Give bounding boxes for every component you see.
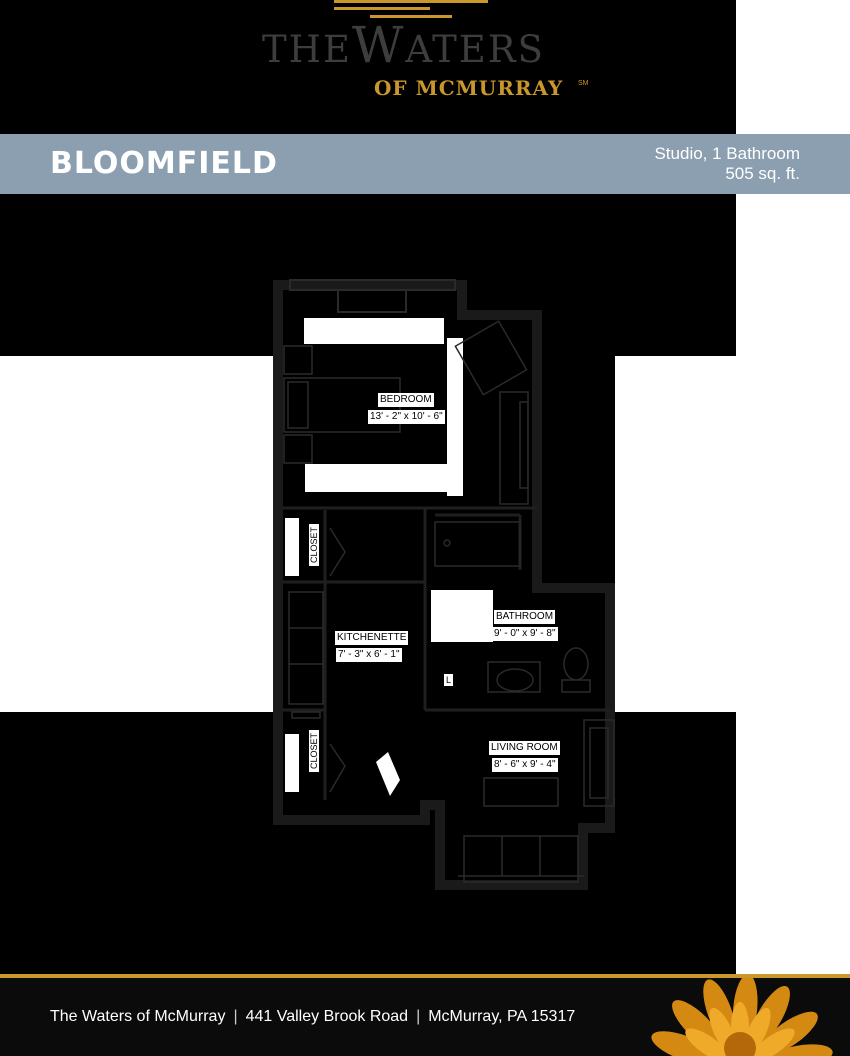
linen-label: L	[444, 674, 454, 686]
footer-separator: |	[233, 1008, 238, 1025]
room-dims-living: 8' - 6" x 9' - 4"	[492, 758, 558, 772]
unit-area: 505 sq. ft.	[725, 164, 800, 183]
interior-walls	[282, 506, 610, 800]
room-label-bathroom: BATHROOM	[494, 610, 556, 624]
closet-white-shapes	[285, 518, 299, 792]
closet-label-upper: CLOSET	[309, 523, 319, 566]
logo-line	[370, 15, 452, 18]
white-margin-right-lower	[736, 712, 850, 974]
logo-line	[334, 0, 488, 3]
footer-accent-line	[0, 974, 850, 978]
room-dims-bedroom: 13' - 2" x 10' - 6"	[368, 410, 445, 424]
white-margin-right-upper	[736, 194, 850, 356]
service-mark: SM	[578, 80, 589, 87]
footer-city: McMurray, PA 15317	[428, 1008, 576, 1025]
white-band-right	[615, 356, 850, 712]
closet-label-lower: CLOSET	[309, 729, 319, 772]
exterior-walls	[273, 280, 615, 890]
closet-doors	[329, 527, 346, 793]
logo-wordmark: THEWATERS	[262, 16, 545, 74]
unit-info: Studio, 1 Bathroom 505 sq. ft.	[654, 144, 800, 184]
room-dims-bathroom: 9' - 0" x 9' - 8"	[492, 627, 558, 641]
room-label-kitchenette: KITCHENETTE	[335, 631, 409, 645]
footer: The Waters of McMurray | 441 Valley Brook …	[0, 978, 850, 1056]
footer-separator: |	[416, 1008, 421, 1025]
flower-image	[651, 978, 833, 1056]
brand-logo: THEWATERS OF MCMURRAY SM	[240, 0, 600, 110]
living-furniture	[458, 719, 615, 883]
white-margin-top-right	[736, 0, 850, 134]
footer-property-name: The Waters of McMurray	[50, 1008, 226, 1025]
room-dims-kitchenette: 7' - 3" x 6' - 1"	[336, 648, 402, 662]
white-band-left	[0, 356, 275, 712]
unit-name: BLOOMFIELD	[50, 146, 278, 181]
window	[289, 279, 456, 313]
bath-fixtures	[434, 521, 591, 693]
room-label-living: LIVING ROOM	[489, 741, 560, 755]
footer-street: 441 Valley Brook Road	[245, 1008, 409, 1025]
title-bar: BLOOMFIELD Studio, 1 Bathroom 505 sq. ft…	[0, 134, 850, 194]
room-label-bedroom: BEDROOM	[378, 393, 434, 407]
unit-type: Studio, 1 Bathroom	[654, 144, 800, 163]
entry-door	[376, 752, 400, 796]
kitchen-counter	[288, 591, 324, 719]
logo-line	[334, 7, 430, 10]
footer-address: The Waters of McMurray | 441 Valley Brook …	[50, 1008, 575, 1026]
logo-subtitle: OF MCMURRAY	[374, 76, 564, 100]
bedroom-white-shapes	[304, 318, 493, 642]
